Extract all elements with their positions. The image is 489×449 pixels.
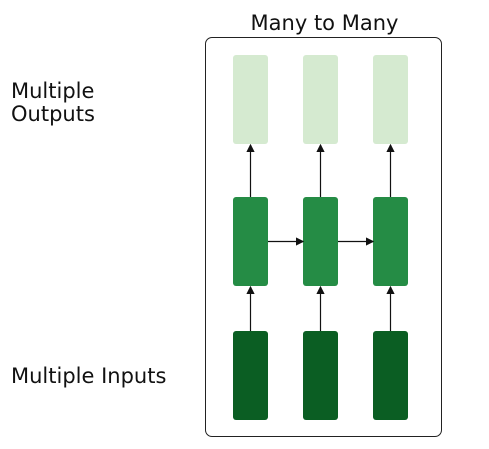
output-cell-2: [303, 55, 338, 144]
output-cell-1: [233, 55, 268, 144]
inputs-label: Multiple Inputs: [11, 364, 167, 388]
input-cell-2: [303, 331, 338, 420]
diagram-title: Many to Many: [250, 11, 399, 35]
hidden-cell-3: [373, 197, 408, 286]
hidden-cell-1: [233, 197, 268, 286]
input-cell-3: [373, 331, 408, 420]
many-to-many-frame: [205, 37, 442, 437]
hidden-cell-2: [303, 197, 338, 286]
output-cell-3: [373, 55, 408, 144]
input-cell-1: [233, 331, 268, 420]
